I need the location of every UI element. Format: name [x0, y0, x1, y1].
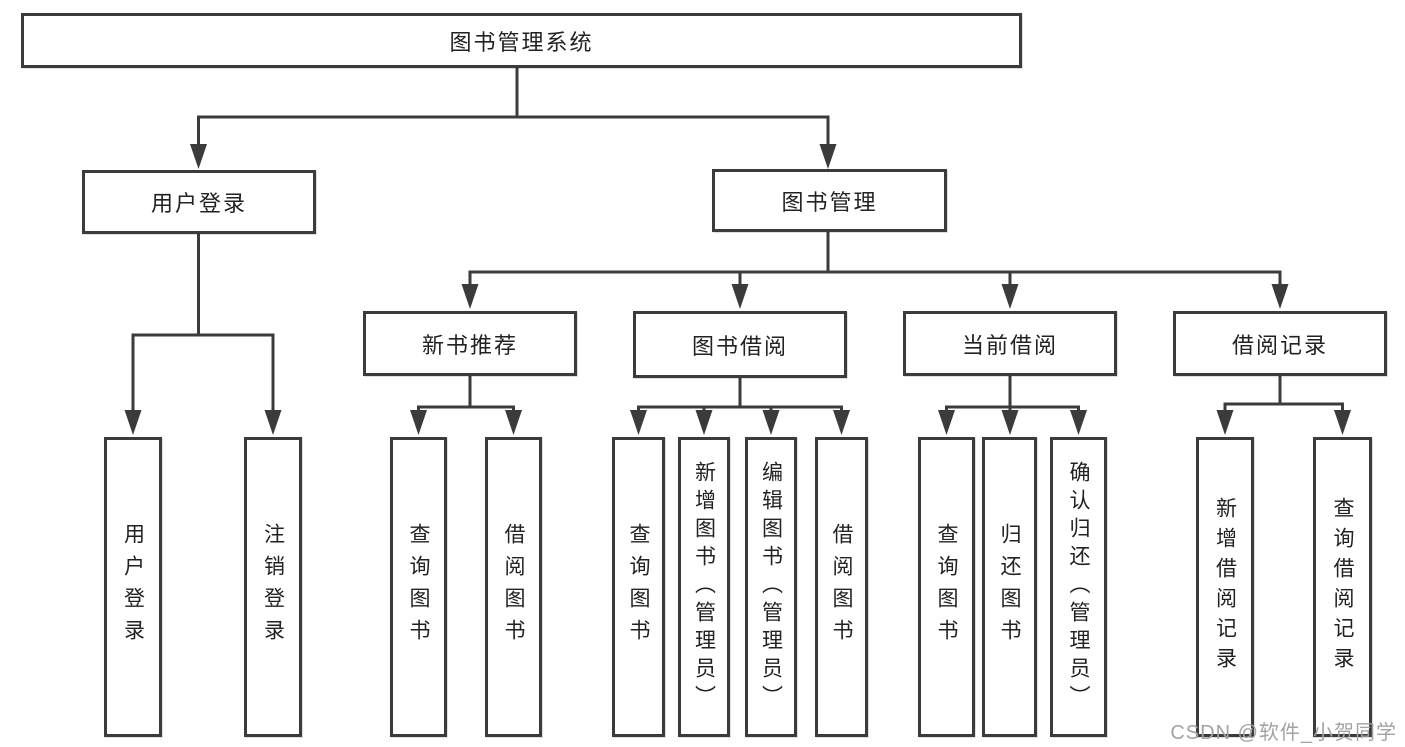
node-book-borrowing-label: 图书借阅 — [691, 333, 788, 359]
leaf-add-borrow-record: 新增借阅记录 — [1196, 437, 1254, 737]
leaf-user-login: 用户登录 — [104, 437, 162, 737]
node-new-book-recommend-label: 新书推荐 — [421, 332, 518, 358]
node-user-login: 用户登录 — [82, 170, 316, 234]
leaf-add-borrow-record-label: 新增借阅记录 — [1213, 497, 1237, 677]
leaf-current-query-books: 查询图书 — [918, 437, 975, 737]
leaf-borrowing-query-books-label: 查询图书 — [627, 523, 650, 651]
leaf-user-login-label: 用户登录 — [121, 523, 145, 651]
node-borrowing-records: 借阅记录 — [1173, 311, 1387, 376]
leaf-recommend-borrow-books-label: 借阅图书 — [502, 523, 525, 651]
leaf-logout: 注销登录 — [244, 437, 302, 737]
leaf-query-borrow-record: 查询借阅记录 — [1313, 437, 1372, 737]
node-book-borrowing: 图书借阅 — [633, 311, 847, 378]
leaf-borrowing-borrow-books: 借阅图书 — [815, 437, 868, 737]
node-book-management-label: 图书管理 — [781, 189, 878, 215]
connector-userlogin-bar — [131, 333, 275, 414]
connector-bookmgmt-bar — [468, 270, 1282, 288]
leaf-recommend-query-books-label: 查询图书 — [407, 523, 430, 651]
leaf-logout-label: 注销登录 — [261, 523, 285, 651]
node-borrowing-records-label: 借阅记录 — [1231, 332, 1328, 358]
leaf-return-book: 归还图书 — [982, 437, 1037, 737]
leaf-edit-book-admin-label: 编辑图书（管理员） — [759, 461, 783, 713]
connector-records-bar — [1223, 402, 1344, 416]
leaf-return-book-label: 归还图书 — [998, 523, 1021, 651]
node-book-management: 图书管理 — [712, 169, 947, 232]
connector-recommend-bar — [417, 405, 515, 416]
leaf-recommend-query-books: 查询图书 — [390, 437, 447, 737]
leaf-borrowing-query-books: 查询图书 — [612, 437, 665, 737]
node-user-login-label: 用户登录 — [150, 191, 247, 216]
connector-root-bar — [197, 115, 830, 150]
node-root-label: 图书管理系统 — [449, 29, 594, 55]
node-new-book-recommend: 新书推荐 — [363, 311, 577, 376]
leaf-query-borrow-record-label: 查询借阅记录 — [1331, 497, 1354, 677]
node-current-borrowing-label: 当前借阅 — [961, 332, 1058, 358]
node-root: 图书管理系统 — [21, 13, 1022, 68]
node-current-borrowing: 当前借阅 — [903, 311, 1117, 376]
arrowheads — [124, 144, 1351, 435]
leaf-recommend-borrow-books: 借阅图书 — [485, 437, 542, 737]
leaf-confirm-return-admin-label: 确认归还（管理员） — [1067, 461, 1090, 713]
leaf-add-book-admin: 新增图书（管理员） — [678, 437, 730, 737]
leaf-edit-book-admin: 编辑图书（管理员） — [745, 437, 797, 737]
connector-borrow-bar — [637, 405, 843, 416]
leaf-borrowing-borrow-books-label: 借阅图书 — [830, 523, 853, 651]
leaf-confirm-return-admin: 确认归还（管理员） — [1050, 437, 1107, 737]
csdn-watermark: CSDN @软件_小贺同学 — [1170, 722, 1397, 744]
leaf-add-book-admin-label: 新增图书（管理员） — [692, 461, 716, 713]
leaf-current-query-books-label: 查询图书 — [935, 523, 958, 651]
